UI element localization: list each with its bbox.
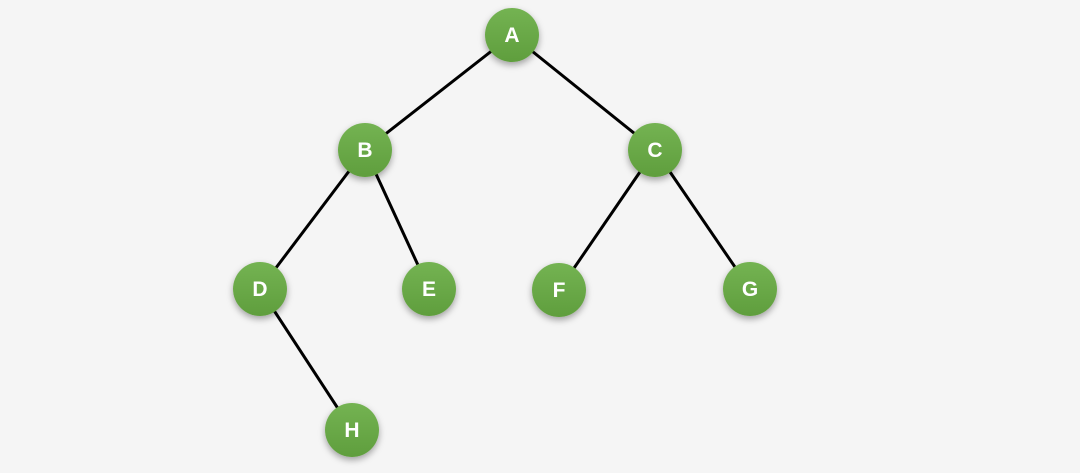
tree-edge-a-b	[364, 33, 513, 152]
tree-node-label-f: F	[552, 278, 566, 302]
tree-node-label-b: B	[357, 138, 373, 162]
tree-node-label-e: E	[421, 277, 436, 301]
tree-edge-c-f	[557, 149, 657, 291]
tree-edge-b-d	[258, 149, 367, 290]
tree-node-e: E	[402, 262, 456, 316]
tree-node-label-a: A	[504, 23, 520, 47]
tree-edge-a-c	[511, 33, 656, 152]
tree-node-label-d: D	[252, 277, 268, 301]
tree-node-label-h: H	[344, 418, 360, 442]
tree-node-label-c: C	[647, 138, 663, 162]
tree-node-c: C	[628, 123, 682, 177]
tree-node-label-g: G	[741, 277, 759, 301]
tree-node-f: F	[532, 263, 586, 317]
tree-node-a: A	[485, 8, 539, 62]
tree-node-d: D	[233, 262, 287, 316]
tree-node-b: B	[338, 123, 392, 177]
tree-node-h: H	[325, 403, 379, 457]
tree-node-g: G	[723, 262, 777, 316]
